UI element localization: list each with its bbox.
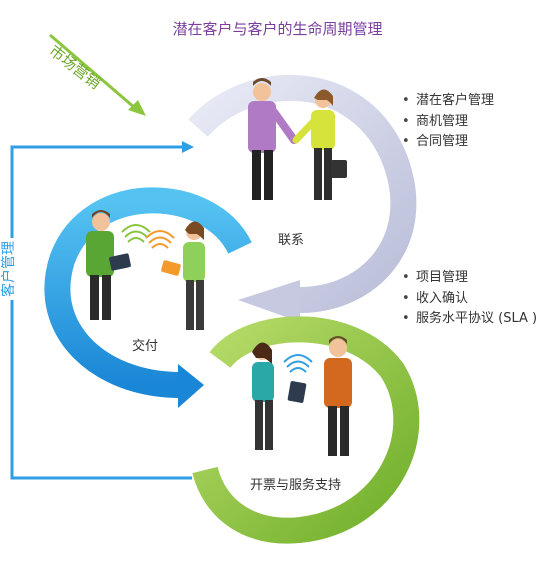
delivery-people-illustration	[86, 210, 205, 330]
wifi-icon	[145, 230, 175, 249]
tablet-icon	[161, 260, 181, 276]
bullet-list-top: 潜在客户管理 商机管理 合同管理	[402, 91, 494, 153]
contact-arc-arrow	[188, 74, 417, 322]
support-people-illustration	[252, 336, 352, 456]
list-item: 项目管理	[402, 268, 537, 289]
handshake-people-illustration	[248, 78, 347, 200]
customer-management-label: 客户管理	[0, 238, 18, 300]
list-item: 服务水平协议 (SLA )	[402, 309, 537, 330]
tablet-icon	[287, 381, 307, 403]
line-arrowhead-icon	[182, 141, 194, 153]
bullet-list-mid: 项目管理 收入确认 服务水平协议 (SLA )	[402, 268, 537, 330]
list-item: 合同管理	[402, 132, 494, 153]
stage-label-delivery: 交付	[132, 339, 159, 354]
marketing-arrow	[49, 33, 146, 116]
page-title: 潜在客户与客户的生命周期管理	[172, 20, 383, 38]
delivery-arc-arrow	[44, 187, 252, 408]
list-item: 商机管理	[402, 112, 494, 133]
tablet-icon	[109, 253, 131, 271]
list-item: 潜在客户管理	[402, 91, 494, 112]
marketing-arrowhead-icon	[128, 100, 146, 116]
wifi-icon	[283, 354, 313, 373]
briefcase-icon	[331, 160, 347, 178]
stage-label-billing-service: 开票与服务支持	[250, 478, 342, 493]
list-item: 收入确认	[402, 289, 537, 310]
customer-management-line	[10, 141, 194, 480]
delivery-arrowhead-icon	[178, 364, 204, 408]
stage-label-contact: 联系	[278, 233, 305, 248]
contact-arrowhead-icon	[238, 280, 300, 322]
billing-arc-arrow	[192, 316, 420, 544]
wifi-icon	[121, 224, 151, 243]
